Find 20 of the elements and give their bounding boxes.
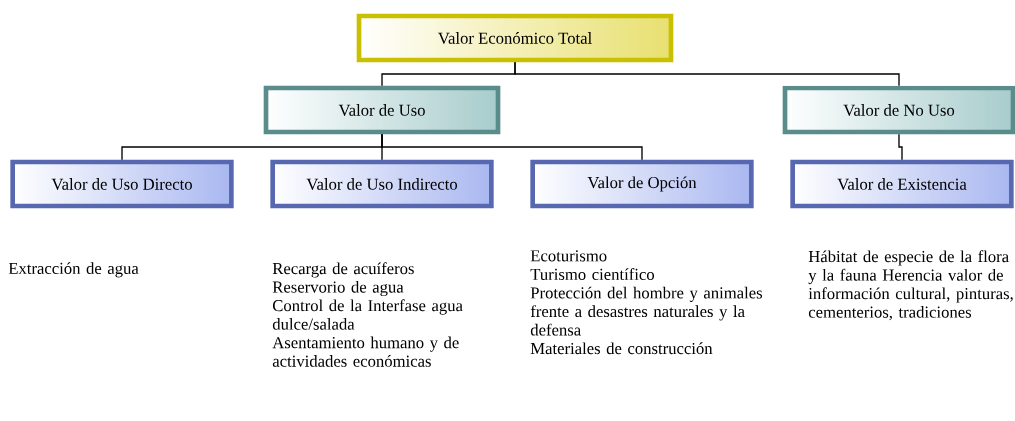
- example-text: Asentamiento humano y de actividades económicas: [272, 336, 459, 367]
- connector-line: [898, 133, 903, 161]
- value-box: Valor de Uso Directo: [10, 159, 234, 209]
- example-text: Turismo científico: [530, 268, 655, 280]
- value-box: Valor de Opción: [530, 159, 754, 209]
- example-text: Hábitat de especie de la flora y la fauna Herencia valor de información cultural, pinturas, cementerios, tradiciones: [808, 250, 1013, 321]
- value-box: Valor de Existencia: [790, 159, 1014, 209]
- value-box: Valor Económico Total: [356, 13, 674, 63]
- value-box: Valor de Uso Indirecto: [270, 159, 494, 209]
- example-text: Recarga de acuíferos: [272, 262, 414, 278]
- connector-line: [514, 61, 900, 87]
- example-text: Protección del hombre y animales frente a desastres naturales y la defensa: [530, 286, 762, 336]
- connector-line: [381, 133, 643, 161]
- example-text: Materiales de construcción: [530, 342, 713, 355]
- value-box: Valor de Uso: [263, 85, 501, 135]
- value-box: Valor de No Uso: [782, 85, 1015, 135]
- example-text: Control de la Interfase agua dulce/salada: [272, 299, 463, 330]
- example-text: Extracción de agua: [8, 262, 139, 278]
- example-text: Reservorio de agua: [272, 280, 404, 297]
- example-text: Ecoturismo: [530, 250, 607, 262]
